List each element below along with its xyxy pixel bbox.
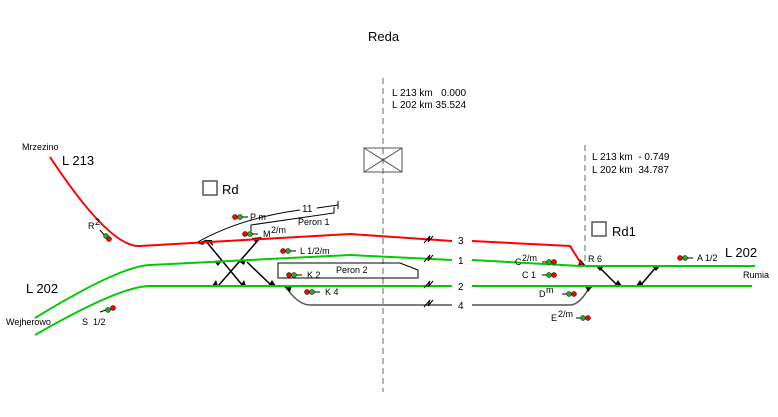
signal-c1-label: C 1 xyxy=(522,270,536,280)
signal-a12-label: A 1/2 xyxy=(697,253,718,263)
axis-km-l213: L 213 km 0.000 xyxy=(392,88,467,99)
signal-r2-label: R xyxy=(88,221,95,231)
signal-m2m-label: M xyxy=(263,229,271,239)
platform-2 xyxy=(277,262,419,279)
signal-r6-label: R 6 xyxy=(588,254,602,264)
track-3-left xyxy=(49,156,453,248)
post-rd-icon xyxy=(202,180,218,196)
signal-c2m-label: C xyxy=(515,257,522,267)
signal-pm-label: P m xyxy=(250,212,266,222)
signal-a12[interactable]: A 1/2 xyxy=(677,253,718,263)
line-l202-right-label: L 202 xyxy=(725,245,757,260)
track-1-label: 1 xyxy=(458,256,464,267)
track-2-left xyxy=(34,285,452,336)
signal-c1[interactable]: C 1 xyxy=(522,270,557,280)
track-3-label: 3 xyxy=(458,236,464,247)
signal-e2m-sup: 2/m xyxy=(558,309,573,319)
post-rd1-label: Rd1 xyxy=(612,224,636,239)
line-l213-label: L 213 xyxy=(62,153,94,168)
break-marks xyxy=(423,235,434,308)
signal-r2-sup: 2 xyxy=(95,217,100,227)
post-rd-label: Rd xyxy=(222,182,239,197)
right-km-l213: L 213 km - 0.749 xyxy=(592,152,670,163)
signal-k2[interactable]: K 2 xyxy=(286,270,321,280)
platform-2-label: Peron 2 xyxy=(336,265,368,275)
track-4-left xyxy=(284,285,452,306)
signal-l12m[interactable]: L 1/2/m xyxy=(280,246,330,256)
signal-k2-label: K 2 xyxy=(307,270,321,280)
signal-l12m-label: L 1/2/m xyxy=(300,246,330,256)
signal-r2[interactable]: R 2 xyxy=(88,217,112,242)
signal-s12-label: S 1/2 xyxy=(82,317,106,327)
signal-k4-label: K 4 xyxy=(325,287,339,297)
signal-e2m-label: E xyxy=(551,313,557,323)
station-building-icon xyxy=(363,147,403,173)
signal-s12[interactable]: S 1/2 xyxy=(82,305,116,328)
track-2-label: 2 xyxy=(458,282,464,293)
signal-dm-sup: m xyxy=(546,285,554,295)
direction-rumia: Rumia xyxy=(743,270,769,280)
right-km-l202: L 202 km 34.787 xyxy=(592,165,669,176)
station-title: Reda xyxy=(368,29,400,44)
direction-wejherowo: Wejherowo xyxy=(6,317,51,327)
track-1-left xyxy=(34,253,453,319)
platform-1-label: Peron 1 xyxy=(298,217,330,227)
signal-m2m-sup: 2/m xyxy=(271,225,286,235)
signal-c2m-sup: 2/m xyxy=(522,253,537,263)
line-l202-left-label: L 202 xyxy=(26,281,58,296)
track-3-right xyxy=(471,240,583,266)
platform-1 xyxy=(250,207,335,231)
post-rd1-icon xyxy=(591,221,607,237)
signal-k4[interactable]: K 4 xyxy=(304,287,339,297)
siding-11-end xyxy=(316,204,339,209)
axis-km-l202: L 202 km 35.524 xyxy=(392,100,467,111)
track-11-label: 11 xyxy=(302,204,313,215)
track-1-right xyxy=(471,259,755,267)
direction-mrzezino: Mrzezino xyxy=(22,142,59,152)
signal-pm[interactable]: P m xyxy=(232,212,266,222)
signal-dm-label: D xyxy=(539,289,546,299)
siding-11 xyxy=(195,209,301,244)
track-4-label: 4 xyxy=(458,301,464,312)
